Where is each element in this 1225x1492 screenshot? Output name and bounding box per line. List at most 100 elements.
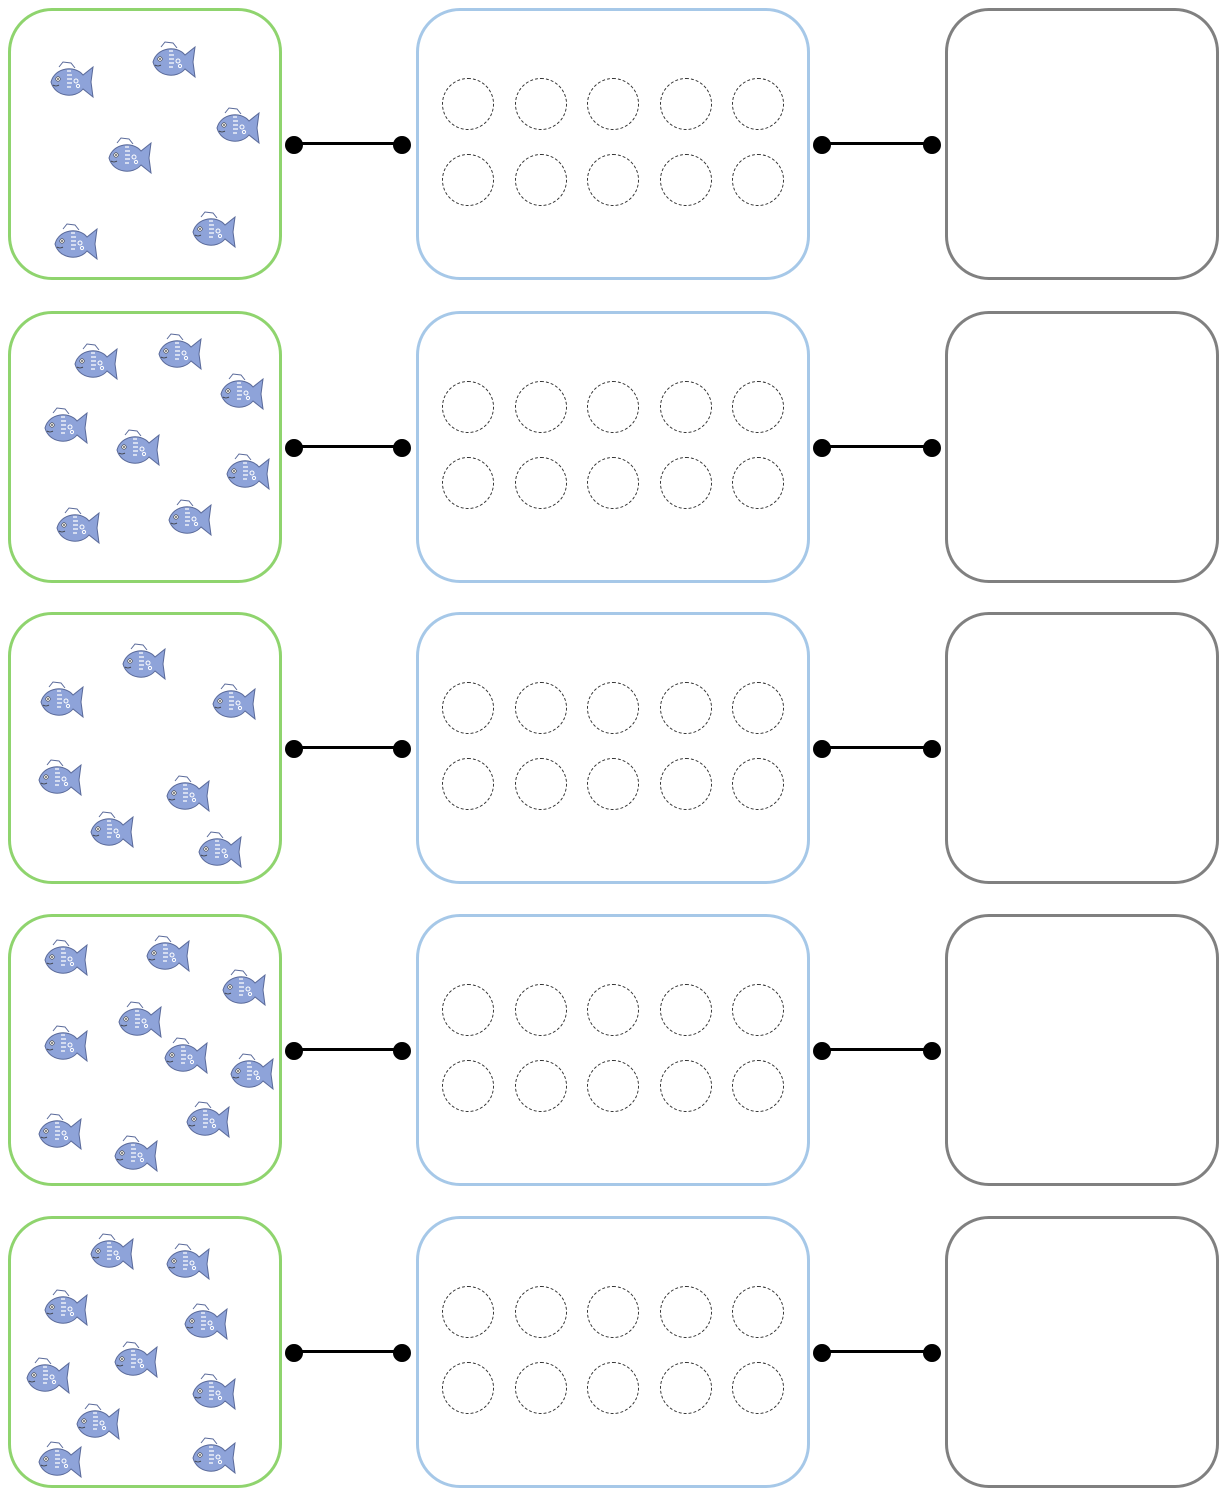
worksheet-row — [0, 612, 1225, 888]
fish-icon — [49, 221, 99, 267]
ten-frame-circle[interactable] — [514, 381, 567, 433]
connector-dot[interactable] — [393, 439, 411, 457]
connector-dot[interactable] — [285, 1344, 303, 1362]
ten-frame-box — [416, 8, 810, 280]
fish-icon — [21, 1355, 71, 1401]
ten-frame-circle[interactable] — [514, 1362, 567, 1414]
ten-frame-box — [416, 311, 810, 583]
ten-frame-circle[interactable] — [587, 984, 639, 1036]
connector-dot[interactable] — [285, 136, 303, 154]
ten-frame-circle[interactable] — [659, 984, 712, 1036]
ten-frame-circle[interactable] — [442, 381, 494, 433]
connector-line — [285, 439, 411, 457]
connector-dot[interactable] — [813, 136, 831, 154]
ten-frame-circle[interactable] — [442, 457, 494, 509]
connector-dot[interactable] — [393, 1344, 411, 1362]
connector-dot[interactable] — [813, 1344, 831, 1362]
connector-dot[interactable] — [285, 740, 303, 758]
ten-frame-circle[interactable] — [732, 682, 784, 734]
fish-icon — [187, 1371, 237, 1417]
ten-frame-circle[interactable] — [659, 1362, 712, 1414]
ten-frame-circle[interactable] — [659, 1286, 712, 1338]
fish-icon — [211, 105, 261, 151]
connector-line — [813, 439, 941, 457]
connector-dot[interactable] — [923, 136, 941, 154]
connector-segment — [294, 1350, 402, 1353]
ten-frame-circle[interactable] — [442, 682, 494, 734]
connector-dot[interactable] — [813, 1042, 831, 1060]
fish-icon — [117, 641, 167, 687]
ten-frame-circle[interactable] — [587, 1060, 639, 1112]
connector-dot[interactable] — [813, 740, 831, 758]
connector-dot[interactable] — [923, 740, 941, 758]
ten-frame-circle[interactable] — [732, 1060, 784, 1112]
fish-icon — [51, 505, 101, 551]
ten-frame-circle[interactable] — [587, 78, 639, 130]
ten-frame-circle[interactable] — [442, 1286, 494, 1338]
connector-dot[interactable] — [393, 136, 411, 154]
ten-frame-circle[interactable] — [587, 381, 639, 433]
fish-icon — [39, 405, 89, 451]
ten-frame-box — [416, 1216, 810, 1488]
connector-dot[interactable] — [923, 439, 941, 457]
ten-frame-circle[interactable] — [587, 154, 639, 206]
answer-box[interactable] — [945, 612, 1219, 884]
ten-frame-circle[interactable] — [514, 154, 567, 206]
answer-box[interactable] — [945, 1216, 1219, 1488]
ten-frame-circle[interactable] — [659, 154, 712, 206]
ten-frame-circle[interactable] — [732, 381, 784, 433]
answer-box[interactable] — [945, 914, 1219, 1186]
ten-frame-circle[interactable] — [442, 78, 494, 130]
fish-icon — [161, 773, 211, 819]
connector-line — [285, 1344, 411, 1362]
ten-frame-circle[interactable] — [587, 758, 639, 810]
ten-frame-circle[interactable] — [732, 78, 784, 130]
connector-dot[interactable] — [285, 439, 303, 457]
connector-dot[interactable] — [813, 439, 831, 457]
ten-frame-circle[interactable] — [442, 1362, 494, 1414]
answer-box[interactable] — [945, 311, 1219, 583]
ten-frame-circle[interactable] — [514, 758, 567, 810]
worksheet-row — [0, 1216, 1225, 1492]
connector-line — [813, 136, 941, 154]
connector-dot[interactable] — [923, 1042, 941, 1060]
ten-frame-circle[interactable] — [732, 154, 784, 206]
ten-frame-circle[interactable] — [514, 682, 567, 734]
fish-icon — [85, 809, 135, 855]
ten-frame-circle[interactable] — [732, 1286, 784, 1338]
ten-frame-circle[interactable] — [587, 1286, 639, 1338]
ten-frame-circle[interactable] — [442, 984, 494, 1036]
ten-frame-circle[interactable] — [659, 78, 712, 130]
connector-dot[interactable] — [393, 1042, 411, 1060]
ten-frame-circle[interactable] — [659, 758, 712, 810]
fish-icon — [45, 59, 95, 105]
fish-icon — [187, 1435, 237, 1481]
ten-frame-circle[interactable] — [514, 984, 567, 1036]
answer-box[interactable] — [945, 8, 1219, 280]
fish-icon — [179, 1301, 229, 1347]
connector-line — [813, 1042, 941, 1060]
ten-frame-circle[interactable] — [514, 78, 567, 130]
ten-frame-circle[interactable] — [732, 758, 784, 810]
ten-frame-circle[interactable] — [514, 1286, 567, 1338]
ten-frame-circle[interactable] — [587, 457, 639, 509]
connector-segment — [294, 1048, 402, 1051]
ten-frame-circle[interactable] — [659, 682, 712, 734]
ten-frame-circle[interactable] — [732, 457, 784, 509]
ten-frame-circle[interactable] — [659, 457, 712, 509]
connector-dot[interactable] — [393, 740, 411, 758]
ten-frame-circle[interactable] — [442, 758, 494, 810]
connector-dot[interactable] — [923, 1344, 941, 1362]
ten-frame-circle[interactable] — [442, 1060, 494, 1112]
ten-frame-circle[interactable] — [732, 984, 784, 1036]
ten-frame-circle[interactable] — [659, 381, 712, 433]
ten-frame-circle[interactable] — [514, 457, 567, 509]
ten-frame-circle[interactable] — [732, 1362, 784, 1414]
ten-frame-circle[interactable] — [659, 1060, 712, 1112]
ten-frame-circle[interactable] — [442, 154, 494, 206]
ten-frame-circle[interactable] — [587, 682, 639, 734]
connector-dot[interactable] — [285, 1042, 303, 1060]
ten-frame-circle[interactable] — [587, 1362, 639, 1414]
ten-frame-circle[interactable] — [514, 1060, 567, 1112]
